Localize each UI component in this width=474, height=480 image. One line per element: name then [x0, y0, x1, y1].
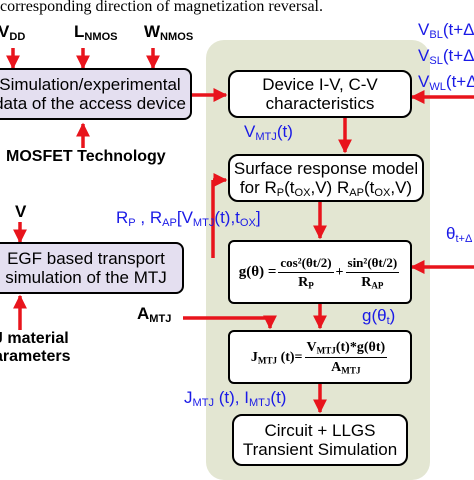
j-formula-box: JMTJ (t)= VMTJ(t)*g(θt) AMTJ	[228, 330, 412, 384]
sin-num: sin²(θt/2)	[345, 253, 400, 273]
gtheta-signal: g(θt)	[362, 306, 396, 327]
egf-box: EGF based transport simulation of the MT…	[0, 242, 184, 294]
rp-rap-signal: RP , RAP[VMTJ(t),tOX]	[116, 208, 261, 229]
g-plus: +	[335, 264, 344, 280]
caption-fragment: corresponding direction of magnetization…	[0, 0, 323, 15]
vbl-signal: VBL(t+Δ	[418, 20, 474, 41]
vmtj-signal: VMTJ(t)	[244, 122, 293, 143]
egf-line1: EGF based transport	[7, 249, 165, 268]
j-fraction: VMTJ(t)*g(θt) AMTJ	[304, 338, 388, 377]
j-den: AMTJ	[331, 359, 361, 375]
surface-line1: Surface response model	[233, 159, 419, 178]
material-line1: J material	[0, 330, 69, 347]
amtj-label: AMTJ	[137, 304, 172, 325]
j-lhs: JMTJ (t)=	[250, 349, 303, 365]
device-iv-box: Device I-V, C-V characteristics	[228, 70, 412, 118]
wnmos-label: WNMOS	[144, 22, 194, 43]
v-label: V	[15, 202, 27, 221]
g-formula-box: g(θ) = cos²(θt/2) RP + sin²(θt/2) RAP	[228, 240, 412, 304]
material-line2: arameters	[0, 348, 71, 365]
sin-term: sin²(θt/2) RAP	[345, 253, 400, 292]
sim-exp-line1: Simulation/experimental	[0, 75, 181, 94]
lnmos-label: LNMOS	[74, 22, 118, 43]
sin-den: RAP	[361, 274, 384, 290]
cos-num: cos²(θt/2)	[278, 253, 334, 273]
jmtj-signal: JMTJ (t), IMTJ(t)	[184, 388, 287, 409]
vsl-signal: VSL(t+Δ	[418, 46, 474, 67]
sim-exp-box: Simulation/experimental data of the acce…	[0, 68, 192, 120]
circuit-llgs-box: Circuit + LLGS Transient Simulation	[232, 414, 408, 466]
vdd-label: VDD	[0, 22, 26, 43]
cos-den: RP	[298, 274, 314, 290]
device-iv-line2: characteristics	[265, 94, 375, 113]
mosfet-tech-label: MOSFET Technology	[6, 148, 166, 165]
g-lhs: g(θ) =	[238, 263, 277, 280]
device-iv-line1: Device I-V, C-V	[262, 75, 378, 94]
cos-term: cos²(θt/2) RP	[278, 253, 334, 292]
surface-model-box: Surface response model for RP(tOX,V) RAP…	[228, 154, 424, 202]
circuit-line2: Transient Simulation	[242, 440, 398, 459]
vwl-signal: VWL(t+Δ	[418, 72, 474, 93]
surface-line2: for RP(tOX,V) RAP(tOX,V)	[239, 178, 413, 199]
circuit-line1: Circuit + LLGS	[264, 421, 376, 440]
theta-signal: θt+Δ	[446, 224, 473, 245]
sim-exp-line2: data of the access device	[0, 94, 186, 113]
egf-line2: simulation of the MTJ	[5, 268, 167, 287]
j-num: VMTJ(t)*g(θt)	[304, 338, 388, 358]
